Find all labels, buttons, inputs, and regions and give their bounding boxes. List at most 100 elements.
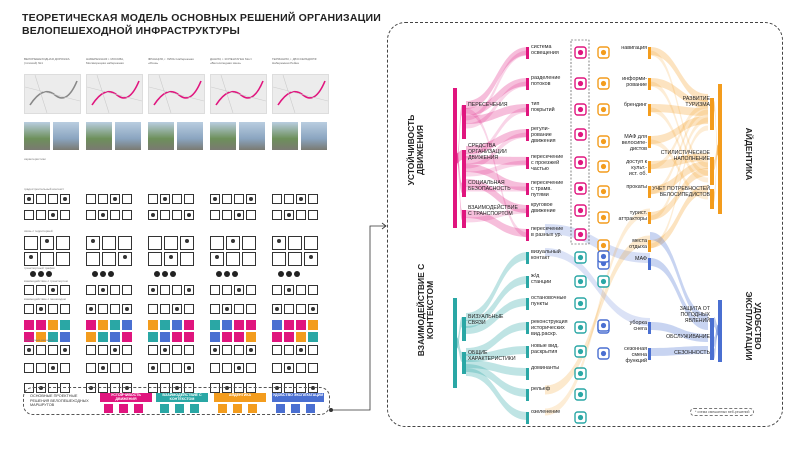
item-icon [574,182,587,195]
flow-ribbon [650,153,708,169]
indicator-square [184,194,194,204]
pink-group-label: СОЦИАЛЬНАЯ БЕЗОПАСНОСТЬ [468,180,511,192]
flow-ribbon [650,117,708,221]
case-map [86,74,143,114]
poster-row-label: характеристики [24,157,46,161]
solution-color-square [184,320,194,330]
traffic-dot [286,271,292,277]
legend-button: УДОБСТВО ЭКСПЛУАТАЦИИ [272,393,324,402]
indicator-square [86,210,96,220]
indicator-square [86,304,96,314]
right-item-label: прокаты [626,184,647,190]
indicator-square [24,285,34,295]
solution-color-square [296,320,306,330]
flow-ribbon [714,145,718,170]
solution-color-square [86,320,96,330]
indicator-square [246,383,256,393]
traffic-dot [46,271,52,277]
orange-group-bar [710,98,714,130]
indicator-square [148,210,158,220]
solution-color-square [296,332,306,342]
item-bar [526,412,529,424]
indicator-square [160,194,170,204]
indicator-square [234,304,244,314]
indicator-square [24,345,34,355]
left-item-label: визуальный контакт [531,249,561,261]
item-icon [597,211,610,224]
indicator-square [118,236,132,250]
indicator-square [148,304,158,314]
indicator-square [272,210,282,220]
flow-ribbon [466,78,528,116]
case-column-head: ВЕЛОПЕШЕХОДНАЯ ДОРОЖКА (типовой) №1 [24,58,70,65]
indicator-square [118,252,132,266]
legend-icon-square [175,404,184,413]
indicator-square [148,383,158,393]
indicator-square [272,285,282,295]
indicator-square [24,252,38,266]
item-icon [574,128,587,141]
indicator-square [86,285,96,295]
indicator-square [60,383,70,393]
indicator-square [210,210,220,220]
indicator-square [102,252,116,266]
legend-button: УСТОЙЧИВОСТЬ ДВИЖЕНИЯ [100,393,152,402]
teal-group-bar [462,317,466,341]
flow-ribbon [466,368,528,420]
indicator-square [222,285,232,295]
indicator-square [86,345,96,355]
flow-ribbon [650,81,708,176]
flow-ribbon [545,235,650,395]
indicator-square [226,252,240,266]
solution-color-square [210,332,220,342]
indicator-square [184,383,194,393]
traffic-dot [100,271,106,277]
item-bar [648,161,651,173]
item-icon [574,367,587,380]
indicator-square [308,363,318,373]
flow-ribbon [457,105,462,163]
indicator-square [48,383,58,393]
teal-main-bar [453,298,457,388]
footnote: * схема смешанных веб-решений [690,408,755,416]
indicator-square [48,304,58,314]
indicator-square [164,252,178,266]
traffic-dot [38,271,44,277]
indicator-square [210,236,224,250]
indicator-square [48,363,58,373]
indicator-square [86,363,96,373]
flow-ribbon [466,322,528,356]
case-photo [177,122,203,150]
indicator-square [122,383,132,393]
poster-row-label: градостроительный контекст [24,187,65,191]
case-column: НАБЕРЕЖНАЯ г. МОСКВА, Москворецкая набер… [86,58,141,70]
indicator-square [98,345,108,355]
legend-icon-square [306,404,315,413]
solution-color-square [272,332,282,342]
indicator-square [296,194,306,204]
indicator-square [210,285,220,295]
solution-color-square [246,332,256,342]
indicator-square [110,363,120,373]
case-column-head: ФРАНЦИЯ, г. ЛИОН Набережная «Рона» [148,58,194,65]
right-item-label: доступ к культ.- ист. об. [626,159,647,177]
left-item-label: остановочные пункты [531,295,567,307]
sankey-diagram [387,22,783,427]
item-bar [648,322,651,334]
traffic-dot [232,271,238,277]
indicator-square [284,383,294,393]
item-icon [597,77,610,90]
right-bottom-title: УДОБСТВО ЭКСПЛУАТАЦИИ [744,291,763,361]
indicator-square [284,194,294,204]
indicator-square [98,363,108,373]
flow-ribbon [457,153,462,220]
item-bar [526,276,529,288]
indicator-square [284,304,294,314]
case-photo [239,122,265,150]
right-item-label: уборка снега [629,320,647,332]
indicator-square [296,345,306,355]
item-bar [526,229,529,241]
item-bar [648,258,651,270]
indicator-square [98,194,108,204]
flow-ribbon [466,47,528,109]
